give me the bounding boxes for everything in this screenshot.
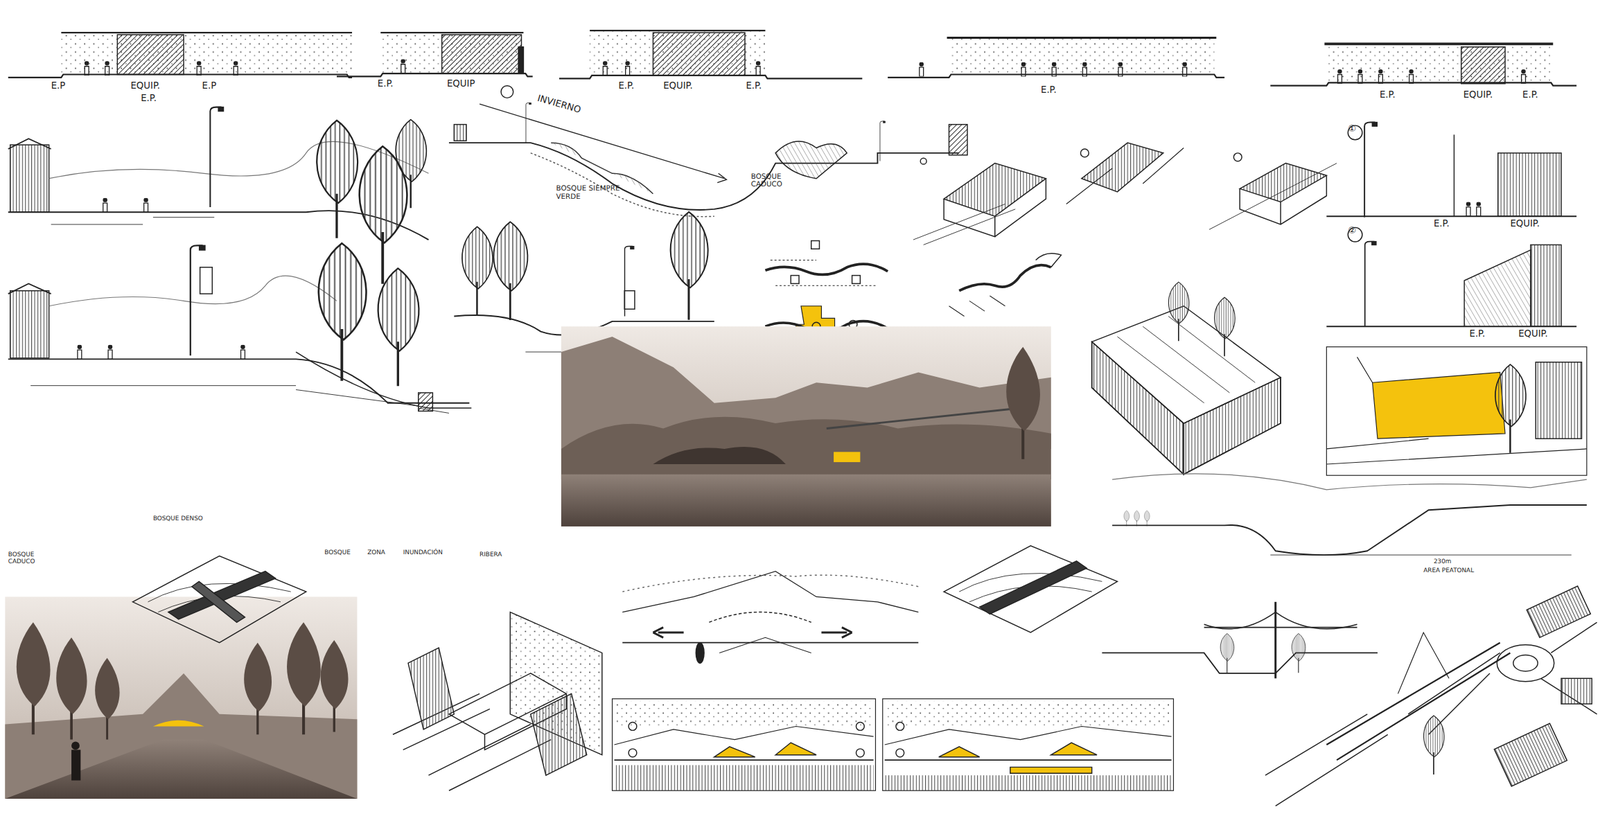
- box-perspective: [392, 612, 603, 792]
- sketch-label: INVIERNO: [536, 93, 583, 116]
- sketch-label: E.P.: [618, 81, 635, 93]
- sketch-label: E.P.: [1433, 219, 1450, 231]
- section-5: [1270, 43, 1577, 86]
- winter-section: [449, 85, 968, 217]
- section-2: [336, 32, 533, 77]
- sketch-label: BOSQUE SIEMPRE VERDE: [556, 185, 628, 202]
- yellow-section-b: [882, 699, 1174, 792]
- yellow-perspective: [1326, 347, 1587, 477]
- sketch-label: E.P: [202, 81, 217, 93]
- section-4: [887, 37, 1225, 77]
- sketch-label: E.P.: [1040, 85, 1057, 97]
- sketch-label: E.P.: [745, 81, 762, 93]
- sketch-label: E.P: [51, 81, 66, 93]
- street-section-b: [8, 245, 470, 413]
- section-3: [559, 30, 863, 79]
- sketch-label: E.P.: [1379, 90, 1396, 102]
- sketch-label: BOSQUE CADUCO: [8, 550, 52, 565]
- sketch-label: 230m: [1433, 558, 1452, 566]
- sketch-label: EQUIP: [446, 79, 475, 91]
- sketch-label: RIBERA: [479, 550, 502, 558]
- isometric-block: [1092, 282, 1281, 475]
- panorama: [622, 571, 919, 664]
- sketch-label: EQUIP.: [1518, 329, 1549, 341]
- detail-sections: [1326, 122, 1577, 328]
- path-diagram: [948, 253, 1061, 317]
- sketch-label: BOSQUE: [324, 548, 350, 556]
- sketch-label: BOSQUE DENSO: [153, 515, 204, 523]
- sketch-label: INUNDACIÓN: [403, 548, 443, 556]
- sketch-label: ②: [1347, 226, 1357, 237]
- pavilion-perspectives: [913, 142, 1337, 245]
- aerial-view: [1265, 586, 1598, 806]
- sketch-label: EQUIP.: [1509, 219, 1540, 231]
- sketch-label: EQUIP.: [663, 81, 693, 93]
- sketch-label: ①: [1347, 124, 1357, 136]
- sketch-label: E.P.: [1469, 329, 1486, 341]
- sketch-label: ZONA: [367, 548, 386, 556]
- sketch-label: EQUIP.: [130, 81, 161, 93]
- tree-slope: [295, 119, 472, 412]
- sketch-label: E.P.: [377, 79, 394, 91]
- landscape-render: [561, 326, 1052, 527]
- sketch-label: E.P.: [140, 93, 157, 104]
- bridge-section: [1101, 602, 1378, 679]
- sketch-label: BOSQUE CADUCO: [751, 173, 799, 190]
- section-1: [8, 32, 353, 78]
- sketch-label: E.P.: [1522, 90, 1539, 102]
- long-section: [1112, 473, 1587, 556]
- forest-render: [4, 596, 357, 799]
- sketch-label: AREA PEATONAL: [1423, 567, 1474, 575]
- yellow-section-a: [612, 699, 876, 792]
- sketch-label: EQUIP.: [1463, 90, 1494, 102]
- terrain-iso-b: [943, 546, 1118, 633]
- terrain-iso-a: [132, 556, 306, 644]
